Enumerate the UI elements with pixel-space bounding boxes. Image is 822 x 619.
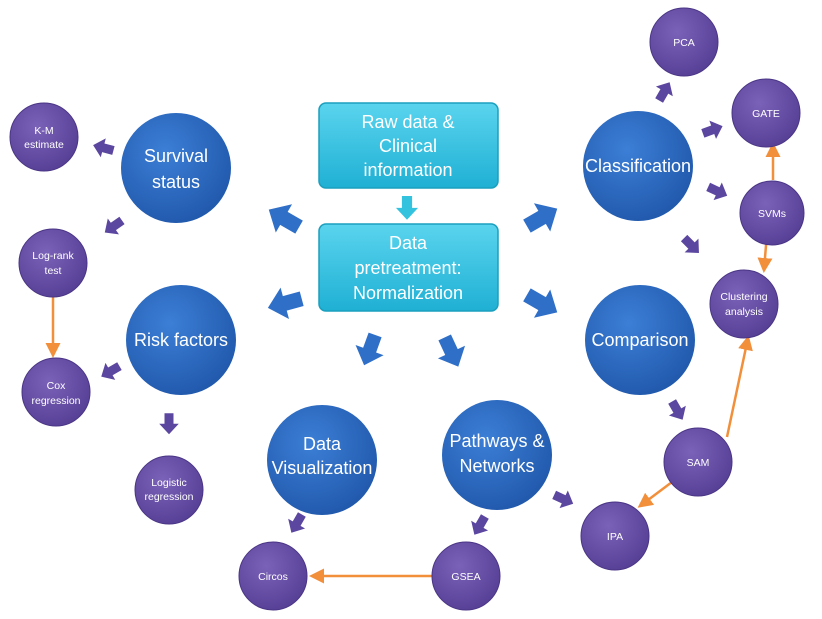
ipa-node: IPA xyxy=(580,501,650,571)
pca-label: PCA xyxy=(673,37,695,49)
visualization-label-line2: Visualization xyxy=(272,458,373,478)
log-rank-test-node: Log-rank test xyxy=(18,228,88,298)
km-estimate-node: K-M estimate xyxy=(9,102,79,172)
to-comparison-arrow xyxy=(523,288,558,318)
logrank-label-line1: Log-rank xyxy=(32,250,74,262)
svms-node: SVMs xyxy=(739,180,805,246)
logistic-label-line2: regression xyxy=(144,491,193,503)
classification-to-gate-arrow xyxy=(701,120,723,139)
pathways-to-ipa-arrow xyxy=(552,490,574,509)
cox-regression-node: Cox regression xyxy=(21,357,91,427)
raw-data-box: Raw data & Clinical information xyxy=(318,102,499,189)
survival-label-line1: Survival xyxy=(144,146,208,166)
raw-data-label-line1: Raw data & xyxy=(361,112,454,132)
raw-to-pretreatment-arrow xyxy=(395,195,419,220)
raw-data-label-line3: information xyxy=(363,160,452,180)
survival-to-logrank-arrow xyxy=(104,216,125,235)
comparison-to-sam-arrow xyxy=(668,399,686,420)
pathways-label-line1: Pathways & xyxy=(449,431,544,451)
block-arrows xyxy=(93,82,728,535)
comparison-node: Comparison xyxy=(585,285,695,395)
pathways-networks-node: Pathways & Networks xyxy=(442,400,552,510)
sam-node: SAM xyxy=(663,427,733,497)
logistic-label-line1: Logistic xyxy=(151,477,187,489)
survival-label-line2: status xyxy=(152,172,200,192)
cox-label-line1: Cox xyxy=(47,380,66,392)
risk-factors-label: Risk factors xyxy=(134,330,228,350)
logistic-regression-node: Logistic regression xyxy=(134,455,204,525)
km-label-line1: K-M xyxy=(34,125,53,137)
clustering-label-line1: Clustering xyxy=(720,291,767,303)
logrank-label-line2: test xyxy=(45,265,62,277)
pca-node: PCA xyxy=(649,7,719,77)
risk-to-cox-arrow xyxy=(101,362,122,380)
pretreatment-label-line1: Data xyxy=(389,233,428,253)
circos-node: Circos xyxy=(238,541,308,611)
gsea-label: GSEA xyxy=(451,571,480,583)
sam-label: SAM xyxy=(687,457,710,469)
classification-label: Classification xyxy=(585,156,691,176)
comparison-label: Comparison xyxy=(591,330,688,350)
cox-label-line2: regression xyxy=(31,395,80,407)
classification-node: Classification xyxy=(583,111,693,221)
pretreatment-box: Data pretreatment: Normalization xyxy=(318,223,499,312)
gsea-node: GSEA xyxy=(431,541,501,611)
risk-to-logistic-arrow xyxy=(159,413,179,435)
to-risk-arrow xyxy=(267,287,304,320)
svms-label: SVMs xyxy=(758,208,786,220)
connector-lines xyxy=(45,142,781,584)
survival-status-node: Survival status xyxy=(121,113,231,223)
gate-node: GATE xyxy=(731,78,801,148)
pretreatment-label-line3: Normalization xyxy=(353,283,463,303)
gate-label: GATE xyxy=(752,108,780,120)
ipa-label: IPA xyxy=(607,531,623,543)
to-survival-arrow xyxy=(268,204,303,234)
risk-factors-node: Risk factors xyxy=(126,285,236,395)
visualization-to-circos-arrow xyxy=(288,512,306,533)
sam-to-ipa-connector xyxy=(637,481,673,508)
pathways-label-line2: Networks xyxy=(459,456,534,476)
pathways-to-gsea-arrow xyxy=(471,514,489,535)
pretreatment-label-line2: pretreatment: xyxy=(354,258,461,278)
classification-to-svms-arrow xyxy=(706,182,728,201)
circos-label: Circos xyxy=(258,571,288,583)
to-classification-arrow xyxy=(523,203,558,233)
visualization-label-line1: Data xyxy=(303,434,342,454)
clustering-analysis-node: Clustering analysis xyxy=(709,269,779,339)
to-pathways-arrow xyxy=(437,334,466,367)
classification-to-clustering-arrow xyxy=(680,234,699,253)
data-visualization-node: Data Visualization xyxy=(267,405,377,515)
raw-data-label-line2: Clinical xyxy=(379,136,437,156)
clustering-label-line2: analysis xyxy=(725,306,763,318)
sam-to-clustering-connector xyxy=(725,335,753,438)
survival-to-km-arrow xyxy=(93,138,115,158)
km-label-line2: estimate xyxy=(24,139,64,151)
classification-to-pca-arrow xyxy=(655,82,673,103)
to-visualization-arrow xyxy=(355,332,384,366)
